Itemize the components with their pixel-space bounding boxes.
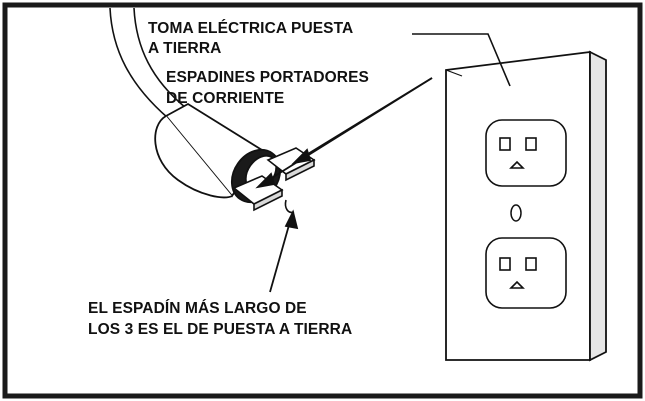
prong-arrows <box>255 77 433 189</box>
center-screw <box>510 204 522 222</box>
outlet-leader <box>412 33 511 87</box>
plug-body <box>154 102 282 204</box>
label-grounded-outlet-line1: TOMA ELÉCTRICA PUESTA <box>148 20 354 37</box>
power-cord <box>109 7 187 119</box>
receptacle-upper <box>485 119 567 187</box>
ground-arrow <box>269 209 299 293</box>
label-ground-prong-line2: LOS 3 ES EL DE PUESTA A TIERRA <box>88 321 353 338</box>
label-ground-prong-line1: EL ESPADÍN MÁS LARGO DE <box>88 300 307 317</box>
receptacle-lower <box>485 237 567 309</box>
label-current-prongs-line2: DE CORRIENTE <box>166 90 285 107</box>
label-grounded-outlet-line2: A TIERRA <box>148 40 222 57</box>
wall-plate <box>445 50 607 362</box>
ground-prong <box>284 199 295 214</box>
label-current-prongs-line1: ESPADINES PORTADORES <box>166 69 369 86</box>
